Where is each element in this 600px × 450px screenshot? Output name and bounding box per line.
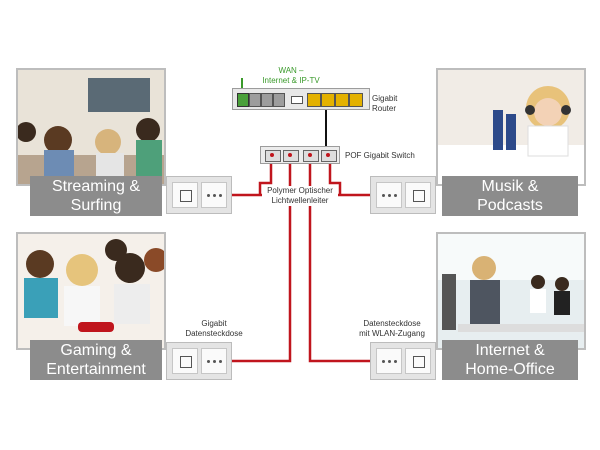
outlet-bottom-left	[166, 342, 232, 380]
photo-streaming	[16, 68, 166, 186]
router-label: Gigabit Router	[372, 94, 398, 113]
photo-gaming	[16, 232, 166, 350]
power-socket-icon	[375, 182, 402, 208]
power-socket-icon	[200, 348, 227, 374]
wan-port	[237, 93, 249, 107]
photo-office	[436, 232, 586, 350]
gigabit-router	[232, 88, 370, 110]
fiber-left-bottom	[232, 163, 292, 363]
outlet-right-label: Datensteckdose mit WLAN-Zugang	[359, 319, 425, 338]
data-socket-icon	[404, 348, 431, 374]
data-socket-icon	[171, 182, 198, 208]
data-socket-icon	[171, 348, 198, 374]
power-socket-icon	[200, 182, 227, 208]
wan-label: WAN – Internet & IP-TV	[262, 66, 320, 85]
fiber-label: Polymer Optischer Lichtwellenleiter	[262, 186, 338, 206]
panel-label-gaming: Gaming & Entertainment	[30, 340, 162, 380]
pof-switch	[260, 146, 340, 164]
fiber-right-bottom	[308, 163, 370, 363]
wan-connector-line	[241, 78, 243, 90]
panel-label-musik: Musik & Podcasts	[442, 176, 578, 216]
power-socket-icon	[375, 348, 402, 374]
outlet-top-left	[166, 176, 232, 214]
photo-musik	[436, 68, 586, 186]
switch-label: POF Gigabit Switch	[345, 151, 415, 160]
outlet-left-label: Gigabit Datensteckdose	[185, 319, 243, 338]
outlet-bottom-right	[370, 342, 436, 380]
data-socket-icon	[404, 182, 431, 208]
outlet-top-right	[370, 176, 436, 214]
panel-label-streaming: Streaming & Surfing	[30, 176, 162, 216]
panel-label-office: Internet & Home-Office	[442, 340, 578, 380]
